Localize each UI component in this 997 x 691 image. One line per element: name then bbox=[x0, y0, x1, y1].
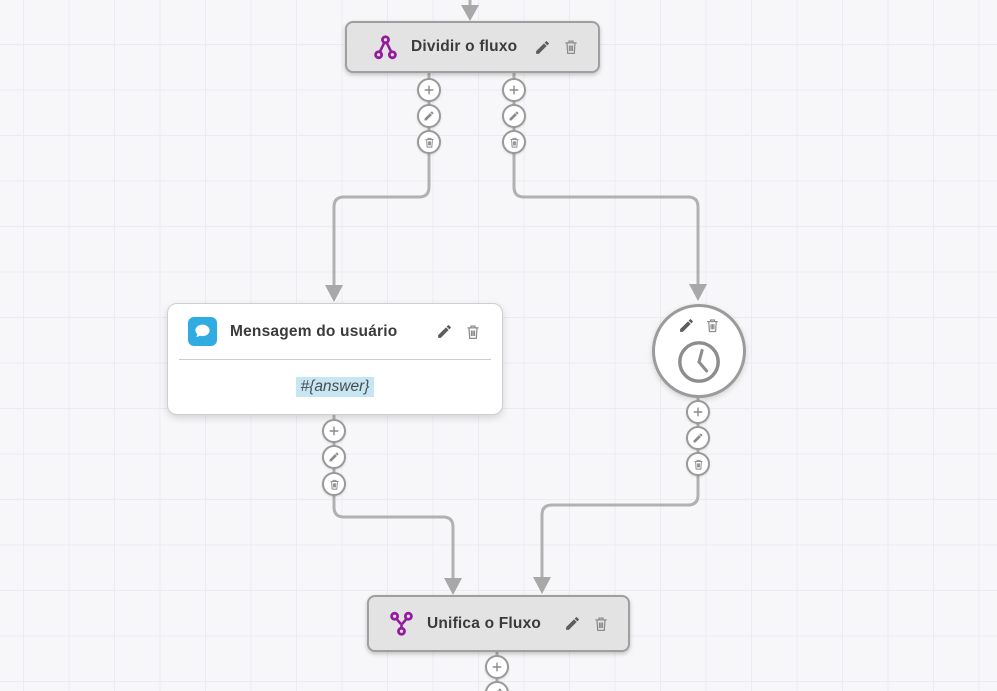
node-header: Mensagem do usuário bbox=[179, 304, 491, 360]
pencil-icon edit-node-button[interactable] bbox=[436, 323, 453, 340]
clock-icon bbox=[676, 339, 722, 385]
trash-icon delete-node-button[interactable] bbox=[592, 615, 610, 633]
trash-icon delete-connection-button[interactable] bbox=[417, 130, 441, 154]
chat-bubble-icon bbox=[188, 317, 217, 346]
trash-icon delete-node-button[interactable] bbox=[562, 38, 580, 56]
arrow-down-icon bbox=[325, 285, 343, 302]
node-merge-flow[interactable]: Unifica o Fluxo bbox=[367, 595, 630, 652]
trash-icon delete-node-button[interactable] bbox=[464, 323, 482, 341]
node-title: Dividir o fluxo bbox=[411, 38, 518, 55]
merge-flow-icon bbox=[389, 611, 414, 636]
node-title: Mensagem do usuário bbox=[230, 322, 398, 340]
arrow-down-icon bbox=[689, 284, 707, 301]
plus-icon add-connection-button[interactable] bbox=[322, 419, 346, 443]
trash-icon delete-connection-button[interactable] bbox=[686, 452, 710, 476]
wire-split-to-timer bbox=[512, 73, 700, 285]
node-split-flow[interactable]: Dividir o fluxo bbox=[345, 21, 600, 73]
plus-icon add-connection-button[interactable] bbox=[485, 655, 509, 679]
node-user-message[interactable]: Mensagem do usuário #{answer} bbox=[167, 303, 503, 415]
pencil-icon edit-node-button[interactable] bbox=[678, 317, 695, 334]
split-flow-icon bbox=[373, 35, 398, 60]
trash-icon delete-connection-button[interactable] bbox=[322, 472, 346, 496]
pencil-icon edit-connection-button[interactable] bbox=[417, 104, 441, 128]
plus-icon add-connection-button[interactable] bbox=[502, 78, 526, 102]
pencil-icon edit-node-button[interactable] bbox=[534, 39, 551, 56]
arrow-down-icon bbox=[461, 5, 479, 21]
trash-icon delete-node-button[interactable] bbox=[704, 317, 721, 334]
variable-token[interactable]: #{answer} bbox=[295, 377, 375, 397]
wire-timer-to-merge bbox=[540, 395, 700, 578]
arrow-down-icon bbox=[444, 578, 462, 595]
plus-icon add-connection-button[interactable] bbox=[417, 78, 441, 102]
pencil-icon edit-node-button[interactable] bbox=[564, 615, 581, 632]
node-timer[interactable] bbox=[652, 304, 746, 398]
pencil-icon edit-connection-button[interactable] bbox=[686, 426, 710, 450]
wire-user-message-to-merge bbox=[332, 414, 455, 579]
node-body: #{answer} bbox=[168, 360, 502, 414]
pencil-icon edit-connection-button[interactable] bbox=[322, 445, 346, 469]
trash-icon delete-connection-button[interactable] bbox=[502, 130, 526, 154]
arrow-down-icon bbox=[533, 577, 551, 594]
pencil-icon edit-connection-button[interactable] bbox=[502, 104, 526, 128]
wire-split-to-user-message bbox=[332, 73, 431, 286]
node-title: Unifica o Fluxo bbox=[427, 614, 542, 632]
plus-icon add-connection-button[interactable] bbox=[686, 400, 710, 424]
